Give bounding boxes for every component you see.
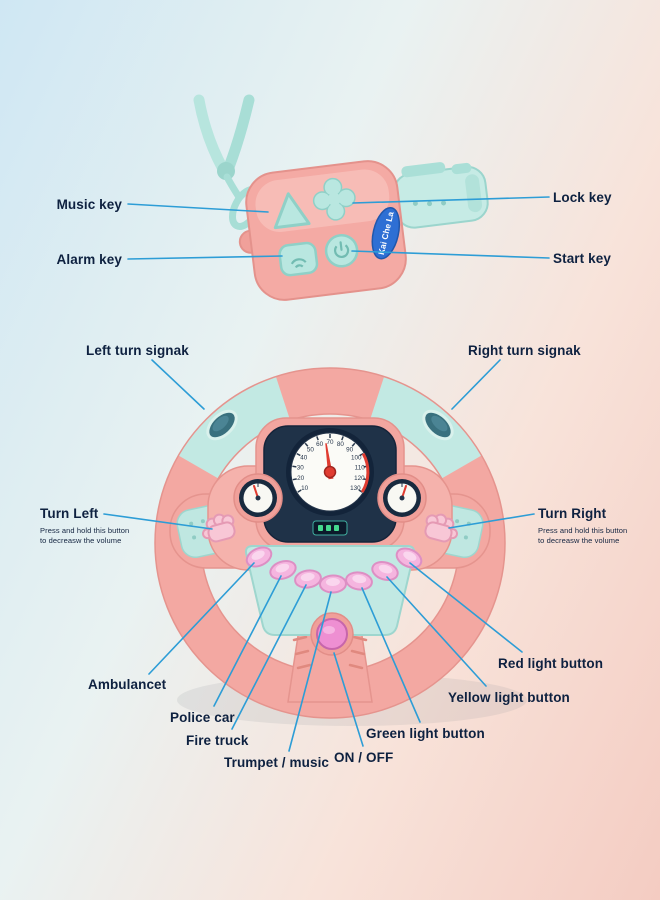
callout-line-music xyxy=(127,203,269,213)
red-light-button xyxy=(395,547,423,569)
label-red-light: Red light button xyxy=(498,656,604,671)
label-ambulance: Ambulancet xyxy=(88,677,167,692)
digital-display-segments xyxy=(318,525,339,531)
key-blade-tip xyxy=(465,174,483,213)
callout-line-left-signal xyxy=(151,359,205,410)
svg-text:110: 110 xyxy=(355,465,366,472)
left-turn-signal-lamp xyxy=(206,409,238,441)
label-alarm-key: Alarm key xyxy=(56,252,122,267)
callout-line-police xyxy=(213,575,282,707)
brand-badge: Kai Che La xyxy=(371,206,401,260)
svg-text:70: 70 xyxy=(326,439,334,446)
turn-left-note: Press and hold this button to decreasw t… xyxy=(40,526,130,545)
svg-text:120: 120 xyxy=(354,475,365,482)
svg-text:130: 130 xyxy=(350,485,361,492)
toy-key-fob: Kai Che La xyxy=(238,160,489,301)
power-icon xyxy=(333,244,350,259)
key-blade-dot xyxy=(412,200,418,206)
label-music-key: Music key xyxy=(56,197,122,212)
alarm-waves-icon xyxy=(294,264,304,269)
right-mini-gauge xyxy=(377,473,427,523)
yellow-light-button xyxy=(371,561,399,581)
alarm-waves-icon xyxy=(290,258,307,265)
callout-line-start xyxy=(351,250,550,259)
label-start-key: Start key xyxy=(553,251,611,266)
svg-text:10: 10 xyxy=(301,485,309,492)
sound-buttons xyxy=(245,546,423,594)
strap-ribbon-right xyxy=(223,94,255,173)
turn-right-button xyxy=(424,513,459,543)
ambulance-button xyxy=(245,546,273,568)
callout-lines xyxy=(103,196,550,752)
turn-left-button xyxy=(201,513,236,543)
toy-steering-wheel: 10 20 30 40 50 60 70 80 90 100 110 120 1… xyxy=(154,367,506,719)
label-on-off: ON / OFF xyxy=(334,750,394,765)
callout-line-trumpet xyxy=(288,591,332,752)
lock-key-button xyxy=(312,177,356,221)
svg-text:20: 20 xyxy=(297,475,305,482)
svg-text:50: 50 xyxy=(307,446,315,453)
strap-cord xyxy=(223,173,243,201)
callout-line-fire xyxy=(231,584,307,730)
brand-badge-oval xyxy=(371,206,401,260)
svg-text:90: 90 xyxy=(346,446,354,453)
rim-outer-edge xyxy=(154,367,506,719)
trumpet-music-button xyxy=(319,574,347,594)
strap-knot xyxy=(217,162,235,180)
speedometer-needle xyxy=(323,443,337,480)
lanyard-strap xyxy=(193,94,264,230)
power-icon xyxy=(339,241,343,251)
label-fire-truck: Fire truck xyxy=(186,733,249,748)
key-blade-dot xyxy=(441,200,447,206)
on-off-button xyxy=(310,612,354,656)
speedometer-redline-arc xyxy=(360,452,370,493)
music-key-button xyxy=(273,192,311,230)
key-blade-dot xyxy=(427,201,433,207)
right-turn-signal-lamp xyxy=(422,409,454,441)
speedometer-numbers: 10 20 30 40 50 60 70 80 90 100 110 120 1… xyxy=(297,439,365,492)
label-lock-key: Lock key xyxy=(553,190,612,205)
callout-line-red xyxy=(409,562,523,653)
alarm-key-button xyxy=(278,241,319,277)
callout-line-right-signal xyxy=(451,359,501,410)
svg-text:30: 30 xyxy=(297,465,305,472)
spoke-ridges xyxy=(292,635,368,670)
start-key-button xyxy=(324,233,359,268)
callout-line-lock xyxy=(352,196,550,204)
police-car-button xyxy=(269,559,297,581)
label-green-light: Green light button xyxy=(366,726,485,741)
speedometer: 10 20 30 40 50 60 70 80 90 100 110 120 1… xyxy=(286,428,374,536)
label-right-turn-signal: Right turn signak xyxy=(468,343,581,358)
callout-line-green xyxy=(361,587,421,723)
callout-line-alarm xyxy=(127,255,283,260)
callout-line-turn-right xyxy=(448,513,535,529)
svg-text:40: 40 xyxy=(300,454,308,461)
key-blade-ridge xyxy=(401,162,446,178)
label-turn-right: Turn Right Press and hold this button to… xyxy=(538,506,627,545)
callout-line-yellow xyxy=(386,576,487,687)
key-blade-ridge xyxy=(451,162,472,175)
green-light-button xyxy=(345,571,373,591)
label-police-car: Police car xyxy=(170,710,235,725)
turn-left-title: Turn Left xyxy=(40,506,99,521)
label-left-turn-signal: Left turn signak xyxy=(86,343,189,358)
turn-right-note: Press and hold this button to decreasw t… xyxy=(538,526,628,545)
callout-line-turn-left xyxy=(103,513,213,530)
label-turn-left: Turn Left Press and hold this button to … xyxy=(40,506,129,545)
svg-text:80: 80 xyxy=(337,441,345,448)
svg-text:100: 100 xyxy=(351,454,362,461)
label-yellow-light: Yellow light button xyxy=(448,690,570,705)
turn-right-title: Turn Right xyxy=(538,506,607,521)
callout-line-onoff xyxy=(333,652,364,747)
svg-text:60: 60 xyxy=(316,441,324,448)
label-trumpet-music: Trumpet / music xyxy=(224,755,330,770)
fire-truck-button xyxy=(294,569,322,589)
left-mini-gauge xyxy=(233,473,283,523)
strap-ribbon-left xyxy=(193,94,229,175)
callout-line-ambulance xyxy=(148,562,255,675)
